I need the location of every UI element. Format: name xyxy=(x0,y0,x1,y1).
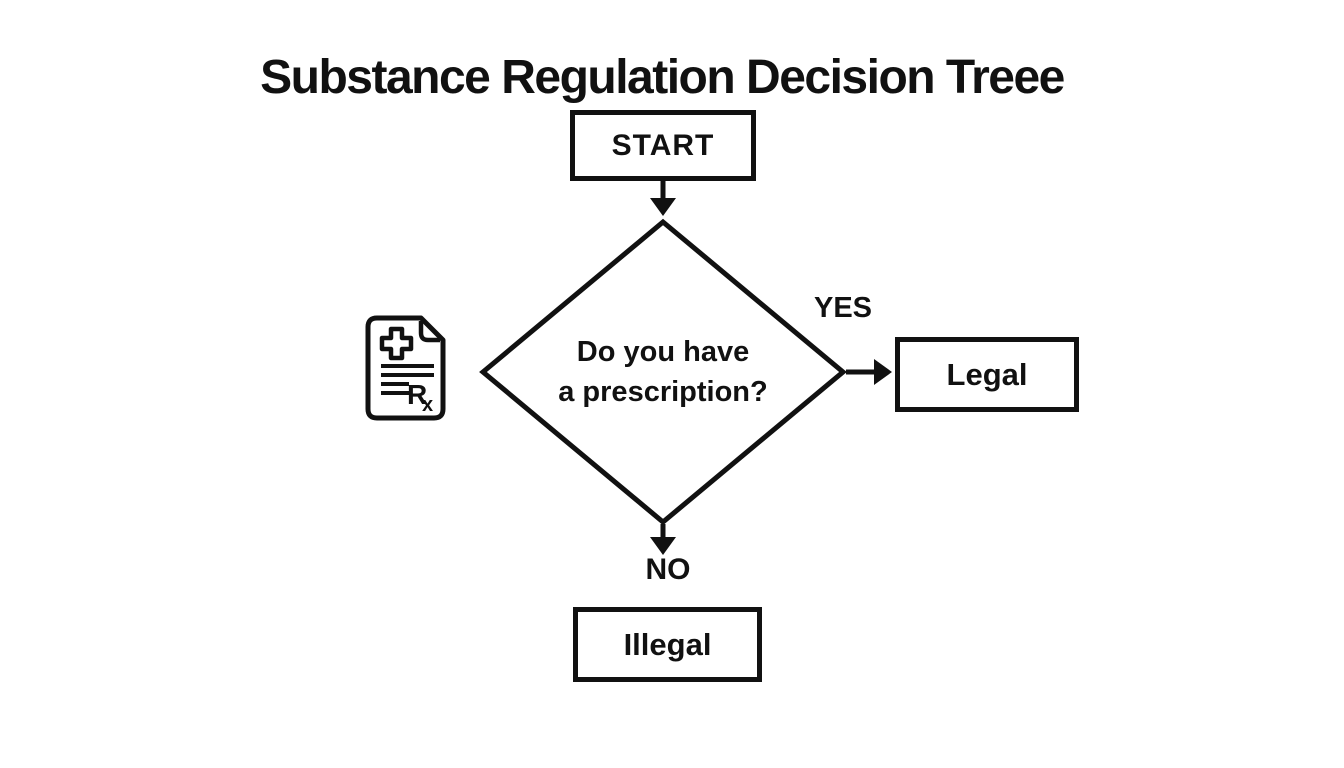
edge-decision-to-illegal xyxy=(650,524,676,555)
node-legal: Legal xyxy=(895,337,1079,412)
node-legal-label: Legal xyxy=(946,356,1028,392)
decision-question-line1: Do you have xyxy=(576,336,750,368)
decision-diamond-shape xyxy=(479,218,847,526)
edge-label-yes: YES xyxy=(813,292,873,324)
edge-start-to-decision xyxy=(650,181,676,216)
document-outline xyxy=(365,315,446,421)
page-title: Substance Regulation Decision Treee xyxy=(260,51,1065,104)
medical-cross-icon xyxy=(379,326,414,361)
arrowhead-down-icon xyxy=(650,198,676,216)
node-illegal-label: Illegal xyxy=(623,626,712,662)
decision-question-line2: a prescription? xyxy=(558,376,768,408)
prescription-icon: R x xyxy=(365,315,446,421)
node-decision-label: Do you have a prescription? xyxy=(513,332,813,412)
node-start-label: START xyxy=(611,128,715,162)
edge-decision-to-legal xyxy=(846,359,892,385)
node-illegal: Illegal xyxy=(573,607,762,682)
rx-symbol-r: R xyxy=(407,379,427,410)
arrowhead-right-icon xyxy=(874,359,892,385)
edge-label-no: NO xyxy=(645,553,691,586)
folded-corner xyxy=(418,321,440,343)
node-start: START xyxy=(570,110,756,181)
arrowhead-down-icon xyxy=(650,537,676,555)
rx-symbol-x: x xyxy=(422,394,433,416)
